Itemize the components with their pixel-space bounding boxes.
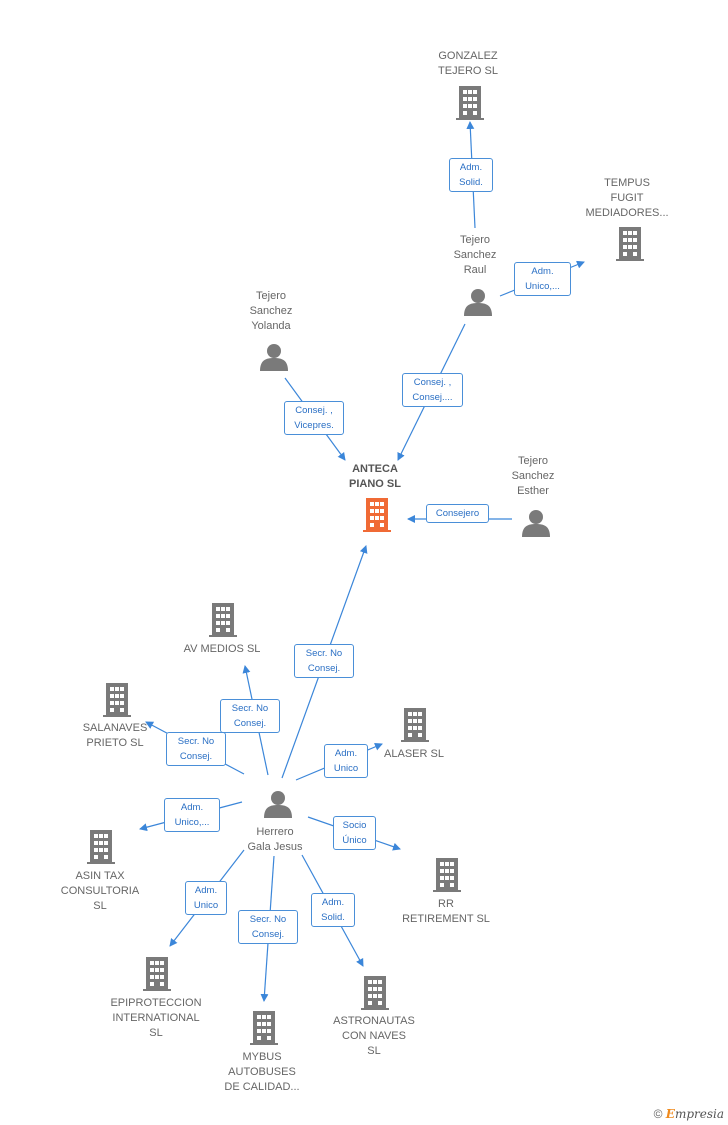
edge-label-raul-gonzalez[interactable]: Adm. Solid. (449, 158, 493, 192)
person-icon (260, 344, 288, 371)
node-alaser[interactable]: ALASER SL (384, 748, 444, 760)
building-icon (209, 603, 237, 637)
edge-label-raul-anteca[interactable]: Consej. , Consej.... (402, 373, 463, 407)
footer-brand: © Empresia (654, 1107, 724, 1121)
node-tempus-fugit[interactable]: TEMPUS FUGIT MEDIADORES... (585, 177, 669, 219)
edge-label-esther-anteca[interactable]: Consejero (426, 504, 489, 523)
node-asin-tax[interactable]: ASIN TAX CONSULTORIA SL (60, 870, 140, 912)
edge-label-herrero-astronautas[interactable]: Adm. Solid. (311, 893, 355, 927)
edge-label-herrero-asintax[interactable]: Adm. Unico,... (164, 798, 220, 832)
building-icon (401, 708, 429, 742)
building-icon (103, 683, 131, 717)
building-icon (433, 858, 461, 892)
edge-label-herrero-salanaves[interactable]: Secr. No Consej. (166, 732, 226, 766)
node-epiproteccion[interactable]: EPIPROTECCION INTERNATIONAL SL (110, 997, 202, 1039)
node-tejero-sanchez-raul[interactable]: Tejero Sanchez Raul (453, 234, 497, 276)
copyright-symbol: © (653, 1107, 663, 1121)
edge-label-herrero-mybus[interactable]: Secr. No Consej. (238, 910, 298, 944)
edge-label-herrero-rr[interactable]: Socio Único (333, 816, 376, 850)
edge-label-herrero-alaser[interactable]: Adm. Unico (324, 744, 368, 778)
edge-label-yolanda-anteca[interactable]: Consej. , Vicepres. (284, 401, 344, 435)
node-mybus[interactable]: MYBUS AUTOBUSES DE CALIDAD... (224, 1051, 300, 1093)
person-icon (522, 510, 550, 537)
building-icon (616, 227, 644, 261)
building-icon (361, 976, 389, 1010)
node-astronautas[interactable]: ASTRONAUTAS CON NAVES SL (333, 1015, 415, 1057)
brand-logo: Empresia (665, 1107, 724, 1121)
edge-label-raul-tempus[interactable]: Adm. Unico,... (514, 262, 571, 296)
edge-label-herrero-epiproteccion[interactable]: Adm. Unico (185, 881, 227, 915)
node-anteca-piano[interactable]: ANTECA PIANO SL (349, 463, 401, 490)
edge-label-herrero-anteca[interactable]: Secr. No Consej. (294, 644, 354, 678)
node-herrero-gala-jesus[interactable]: Herrero Gala Jesus (247, 826, 303, 853)
person-icon (464, 289, 492, 316)
node-av-medios[interactable]: AV MEDIOS SL (183, 643, 261, 655)
building-icon (143, 957, 171, 991)
building-icon (250, 1011, 278, 1045)
person-icon (264, 791, 292, 818)
node-gonzalez-tejero[interactable]: GONZALEZ TEJERO SL (438, 50, 498, 77)
node-salanaves-prieto[interactable]: SALANAVES PRIETO SL (82, 722, 148, 749)
node-tejero-sanchez-esther[interactable]: Tejero Sanchez Esther (511, 455, 555, 497)
node-tejero-sanchez-yolanda[interactable]: Tejero Sanchez Yolanda (249, 290, 293, 332)
building-icon (87, 830, 115, 864)
node-rr-retirement[interactable]: RR RETIREMENT SL (402, 898, 490, 925)
edge-label-herrero-avmedios[interactable]: Secr. No Consej. (220, 699, 280, 733)
building-icon (456, 86, 484, 120)
building-icon-focus (363, 498, 391, 532)
